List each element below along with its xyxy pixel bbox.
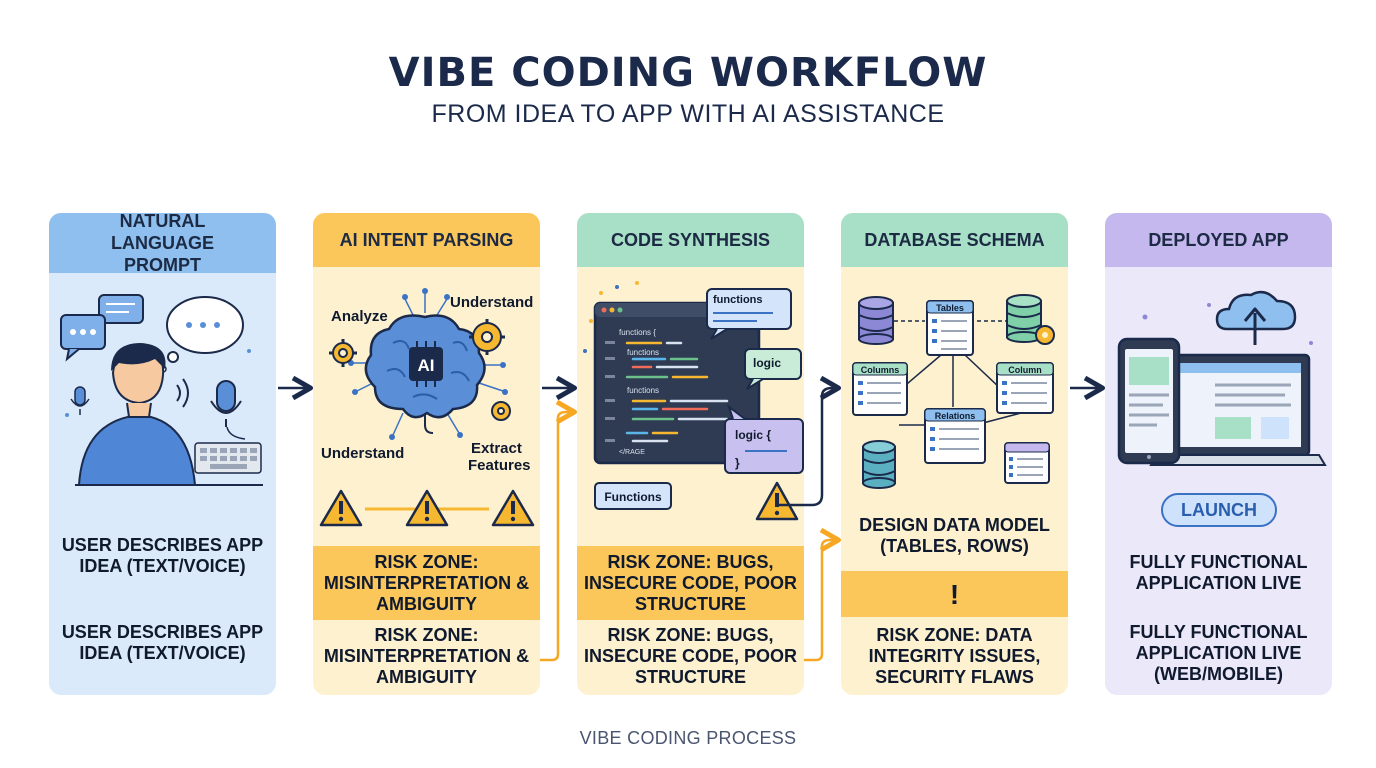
svg-text:Tables: Tables [936, 303, 964, 313]
stage-deploy-desc-2: FULLY FUNCTIONAL APPLICATION LIVE (WEB/M… [1129, 622, 1308, 684]
stage-database-title: DATABASE SCHEMA [841, 213, 1068, 267]
svg-text:logic: logic [753, 356, 781, 370]
svg-text:Relations: Relations [935, 411, 976, 421]
stage-deploy: DEPLOYED APP LAUNCH FULLY FUNCTIONAL APP… [1105, 213, 1332, 695]
risk-arrow-2 [804, 527, 841, 662]
speech-bubble-icon [60, 294, 144, 362]
svg-text:functions: functions [713, 294, 763, 306]
code-line-3: functions [627, 386, 659, 395]
stage-deploy-title: DEPLOYED APP [1105, 213, 1332, 267]
stage-prompt: NATURAL LANGUAGE PROMPT [49, 213, 276, 695]
stage-deploy-desc-1: FULLY FUNCTIONAL APPLICATION LIVE [1129, 552, 1308, 593]
label-extract: Extract [471, 440, 522, 457]
label-understand-bottom: Understand [321, 445, 404, 462]
logic-bubble: logic [744, 348, 802, 390]
database-icon [858, 294, 1042, 489]
table-icon: Tables Columns Column Relations [852, 300, 1054, 484]
warning-icon [319, 489, 535, 527]
svg-text:Columns: Columns [861, 365, 900, 375]
label-understand-top: Understand [450, 294, 533, 311]
launch-button[interactable]: LAUNCH [1161, 493, 1277, 527]
label-features: Features [468, 457, 531, 474]
microphone-icon [70, 378, 242, 427]
stage-code-risk-1: RISK ZONE: BUGS, INSECURE CODE, POOR STR… [577, 546, 804, 620]
code-illustration: functions { functions functions </RAGE [583, 281, 804, 521]
stage-prompt-desc-2: USER DESCRIBES APP IDEA (TEXT/VOICE) [61, 622, 264, 663]
svg-text:Column: Column [1008, 365, 1042, 375]
stage-intent: AI INTENT PARSING AI [313, 213, 540, 695]
footer-caption: VIBE CODING PROCESS [579, 728, 797, 748]
stage-database-desc: DESIGN DATA MODEL (TABLES, ROWS) [859, 515, 1050, 556]
stage-code-title: CODE SYNTHESIS [577, 213, 804, 267]
stage-database-alert: ! [841, 571, 1068, 617]
svg-text:Functions: Functions [604, 490, 662, 504]
risk-arrow-1 [540, 399, 577, 662]
code-line-4: </RAGE [619, 449, 645, 456]
stage-code: CODE SYNTHESIS functions { [577, 213, 804, 695]
svg-text:logic {: logic { [735, 428, 771, 442]
brain-icon: AI [364, 314, 486, 434]
label-analyze: Analyze [331, 308, 388, 325]
user-icon [77, 343, 197, 486]
page-subtitle: FROM IDEA TO APP WITH AI ASSISTANCE [431, 100, 945, 128]
functions-tag: Functions [594, 482, 672, 510]
functions-bubble: functions [706, 288, 792, 340]
gear-icon [1035, 325, 1055, 345]
page-title: VIBE CODING WORKFLOW [388, 50, 988, 96]
stage-database-risk: RISK ZONE: DATA INTEGRITY ISSUES, SECURI… [868, 625, 1041, 687]
warning-icon [755, 481, 799, 521]
cloud-upload-icon [1215, 290, 1297, 345]
stage-prompt-title: NATURAL LANGUAGE PROMPT [49, 213, 276, 275]
svg-text:}: } [735, 456, 740, 470]
phone-icon [1117, 337, 1181, 465]
stage-prompt-desc-1: USER DESCRIBES APP IDEA (TEXT/VOICE) [61, 535, 264, 576]
thought-bubble-icon [159, 296, 244, 373]
logic-block-bubble: logic { } [724, 404, 804, 474]
code-line-1: functions { [619, 328, 656, 337]
code-line-2: functions [627, 348, 659, 357]
stage-intent-title: AI INTENT PARSING [313, 213, 540, 267]
stage-intent-risk-1: RISK ZONE: MISINTERPRETATION & AMBIGUITY [313, 546, 540, 620]
stage-database: DATABASE SCHEMA [841, 213, 1068, 695]
laptop-icon [1149, 353, 1327, 466]
intent-illustration: AI Analyze Understand Understand Extract… [319, 288, 535, 527]
stage-code-risk-2: RISK ZONE: BUGS, INSECURE CODE, POOR STR… [583, 625, 798, 687]
prompt-illustration [60, 294, 263, 486]
deploy-illustration [1117, 290, 1327, 466]
database-illustration: Tables Columns Column Relations [852, 294, 1055, 489]
brain-ai-label: AI [418, 356, 435, 375]
stage-intent-risk-2: RISK ZONE: MISINTERPRETATION & AMBIGUITY [323, 625, 530, 687]
keyboard-icon [194, 426, 262, 474]
